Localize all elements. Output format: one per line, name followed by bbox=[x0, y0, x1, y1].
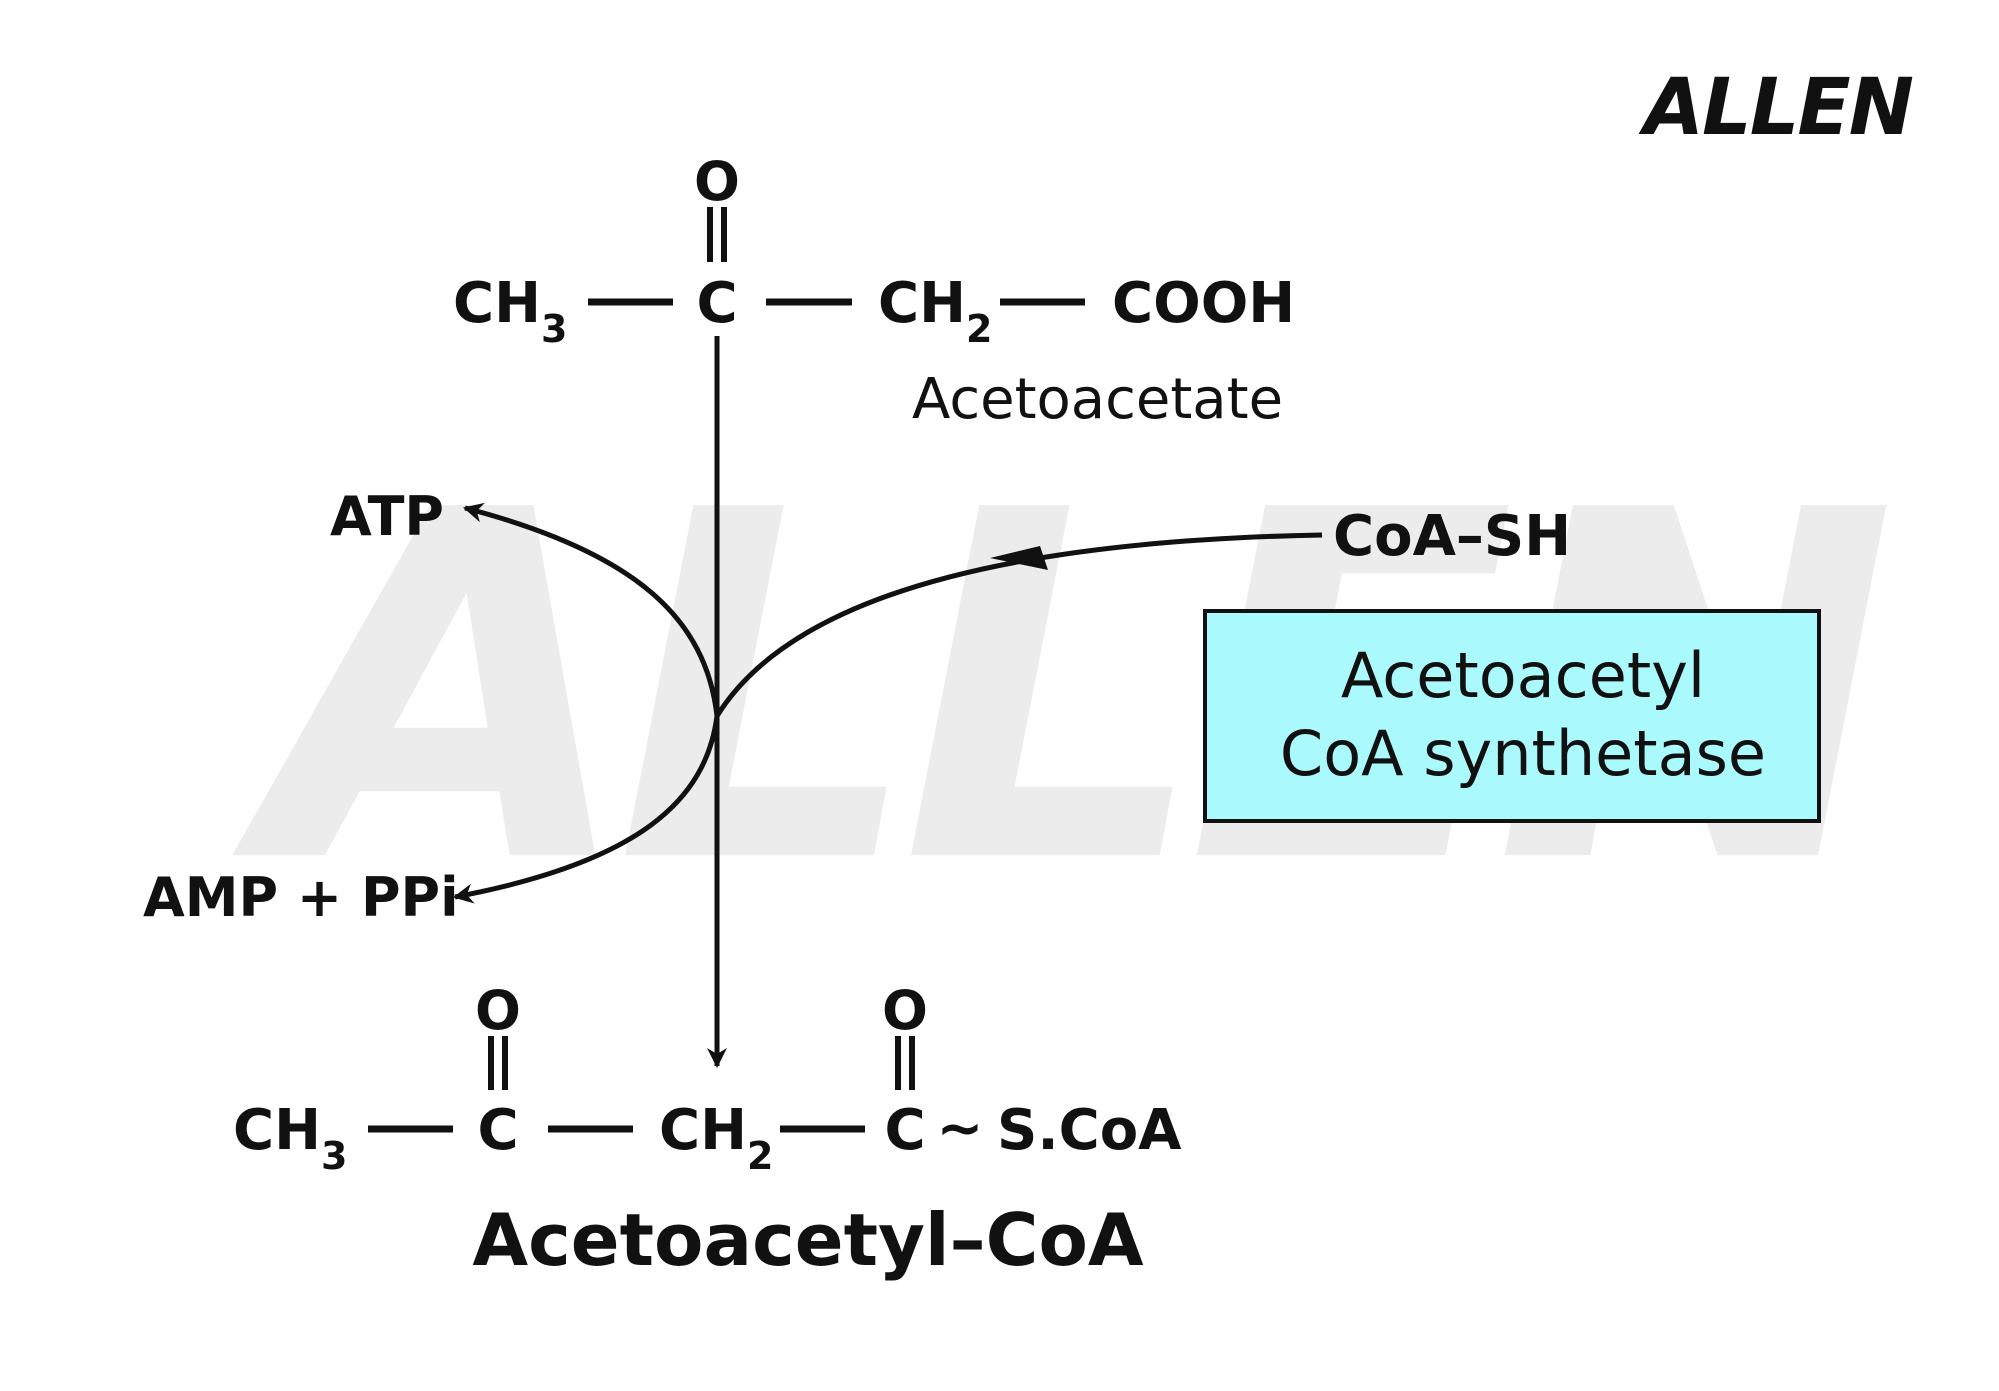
amp-ppi-label: AMP + PPi bbox=[143, 866, 459, 929]
enzyme-box bbox=[1203, 609, 1821, 823]
reactant-name: Acetoacetate bbox=[912, 367, 1283, 432]
atp-label: ATP bbox=[330, 485, 444, 548]
reactant-ch3-subscript: 3 bbox=[541, 307, 567, 351]
enzyme-name-line1: Acetoacetyl bbox=[1341, 639, 1705, 712]
reactant-carbonyl-carbon: C bbox=[696, 271, 737, 336]
reactant-formula: O CH3 C CH2 COOH bbox=[453, 150, 1295, 351]
product-ch3-text: CH bbox=[233, 1098, 321, 1163]
product-ch3-subscript: 3 bbox=[321, 1134, 347, 1178]
reactant-ch2-text: CH bbox=[878, 271, 966, 336]
product-ch2-subscript: 2 bbox=[747, 1134, 773, 1178]
coa-sh-arrow bbox=[714, 532, 1323, 718]
reactant-oxygen: O bbox=[694, 150, 740, 213]
reactant-ch2-subscript: 2 bbox=[966, 307, 992, 351]
product-oxygen-2: O bbox=[882, 979, 928, 1042]
product-oxygen-1: O bbox=[475, 979, 521, 1042]
product-carbon-1: C bbox=[477, 1098, 518, 1163]
product-ch2: CH2 bbox=[659, 1098, 773, 1178]
product-scoa: S.CoA bbox=[997, 1098, 1182, 1163]
thioester-tilde: ∼ bbox=[937, 1096, 984, 1161]
atp-arrow bbox=[463, 502, 720, 717]
reactant-ch3: CH3 bbox=[453, 271, 567, 351]
coa-sh-label: CoA–SH bbox=[1333, 504, 1571, 569]
product-name: Acetoacetyl–CoA bbox=[472, 1198, 1144, 1282]
reactant-ch3-text: CH bbox=[453, 271, 541, 336]
brand-logo: ALLEN bbox=[1638, 63, 1913, 153]
reactant-cooh: COOH bbox=[1112, 271, 1295, 336]
product-carbon-2: C bbox=[884, 1098, 925, 1163]
amp-ppi-arrow bbox=[453, 715, 720, 904]
coa-sh-arrowhead bbox=[990, 546, 1048, 570]
enzyme-name-line2: CoA synthetase bbox=[1280, 717, 1766, 790]
reactant-ch2: CH2 bbox=[878, 271, 992, 351]
product-ch2-text: CH bbox=[659, 1098, 747, 1163]
product-formula: O O CH3 C CH2 C ∼ S.CoA bbox=[233, 979, 1182, 1178]
product-ch3: CH3 bbox=[233, 1098, 347, 1178]
